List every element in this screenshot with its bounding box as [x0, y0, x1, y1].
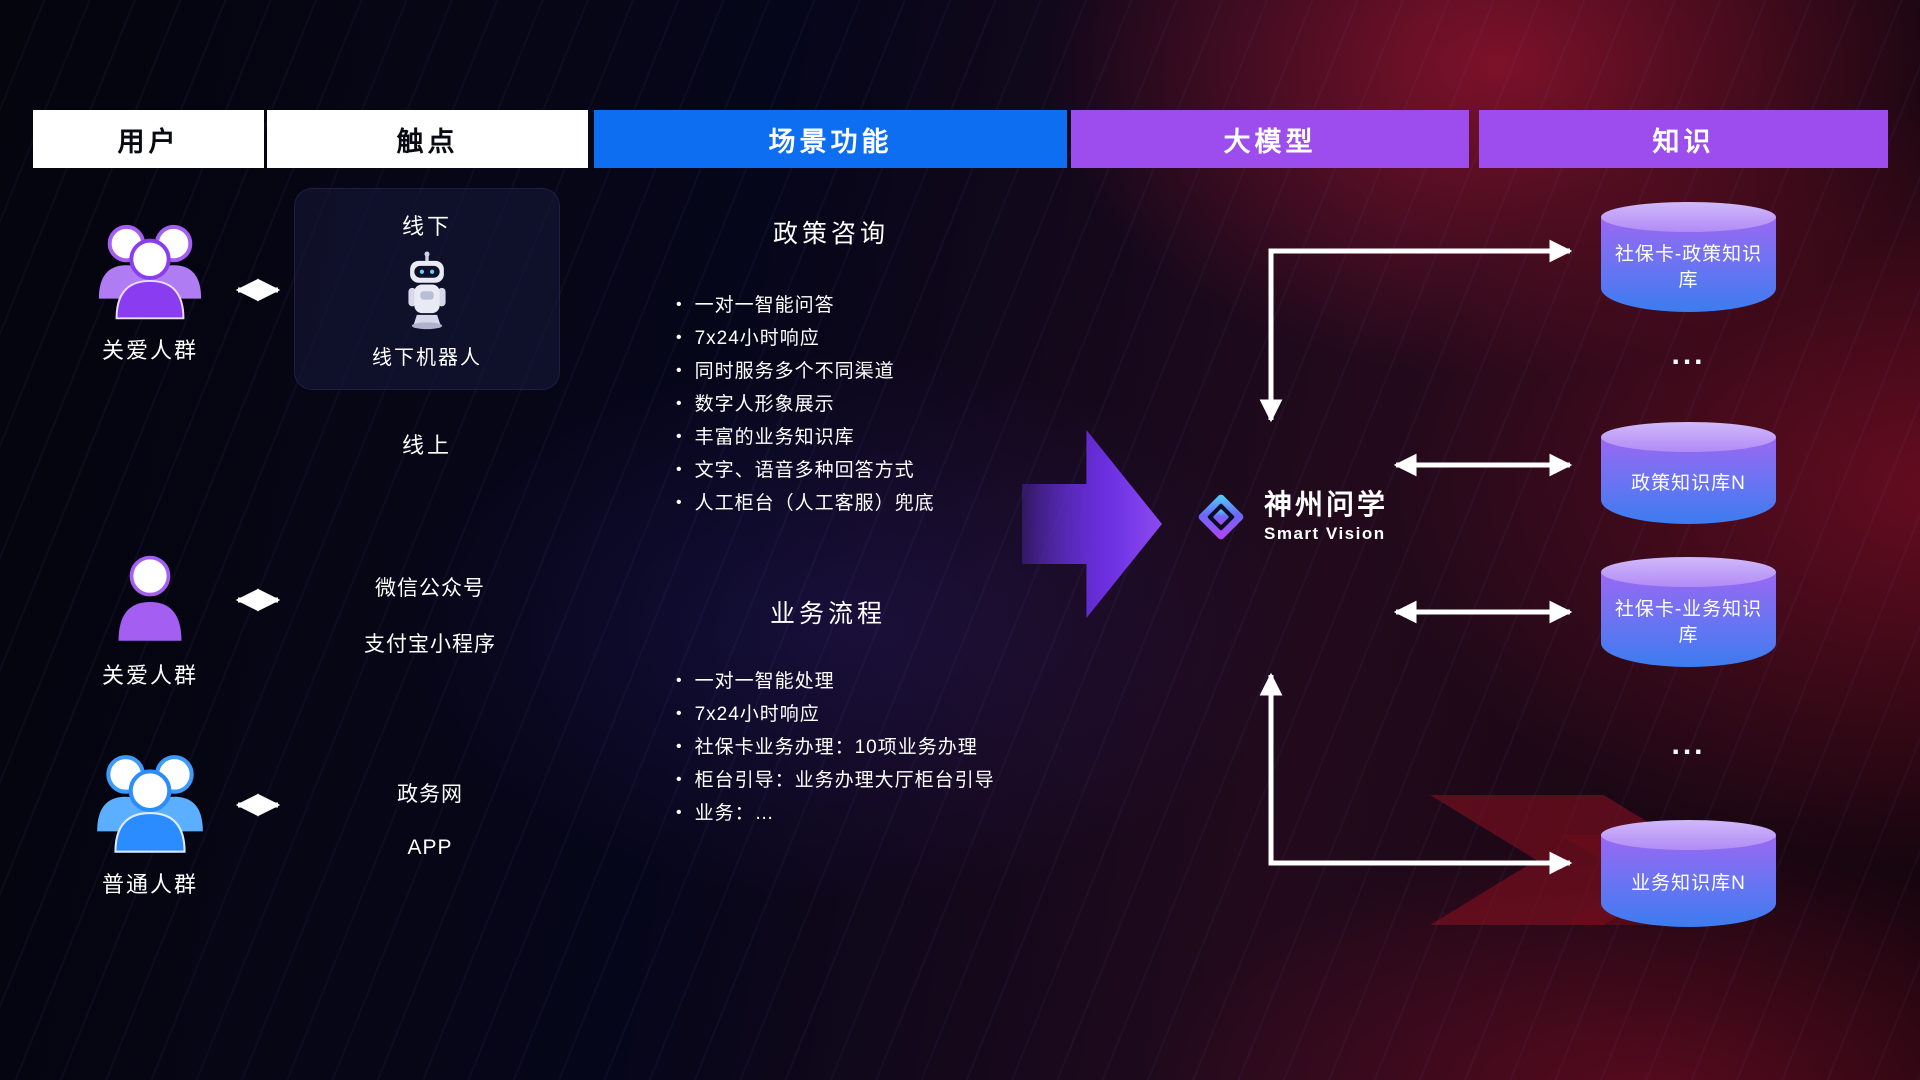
user-group-label: 关爱人群 — [101, 662, 198, 688]
offline-device-label: 线下机器人 — [372, 347, 482, 369]
scenario-bullet: 7x24小时响应 — [676, 699, 995, 732]
model-logo-text: 神州问学 Smart Vision — [1264, 489, 1389, 544]
scenario-bullet: 一对一智能处理 — [676, 666, 995, 699]
kb-cylinder-business-n: 业务知识库N — [1601, 820, 1776, 927]
scenario-bullet: 文字、语音多种回答方式 — [676, 455, 935, 488]
user-group-general: 普通人群 — [65, 748, 235, 899]
scenario-bullet: 丰富的业务知识库 — [676, 422, 935, 455]
knowledge-ellipsis: ... — [1671, 338, 1706, 371]
scenario-bullet: 一对一智能问答 — [676, 290, 935, 323]
channel-app: APP — [407, 836, 453, 859]
scenario-title-business: 业务流程 — [769, 600, 886, 628]
offline-touchpoint-panel: 线下 线下机器人 — [294, 188, 560, 390]
user-group-label: 关爱人群 — [101, 338, 198, 364]
kb-cylinder-social-policy: 社保卡-政策知识库 — [1601, 202, 1776, 312]
online-title: 线上 — [401, 433, 452, 458]
robot-icon — [408, 251, 446, 330]
arrow-model-social-policy-kb — [1259, 239, 1573, 423]
scenario-business-list: 一对一智能处理 7x24小时响应 社保卡业务办理：10项业务办理 柜台引导：业务… — [676, 666, 995, 831]
column-header-users: 用户 — [33, 110, 264, 168]
model-name: 神州问学 — [1264, 489, 1389, 521]
offline-title: 线下 — [401, 214, 452, 239]
knowledge-ellipsis: ... — [1671, 728, 1706, 761]
column-header-scenarios: 场景功能 — [594, 110, 1067, 168]
scenario-policy-list: 一对一智能问答 7x24小时响应 同时服务多个不同渠道 数字人形象展示 丰富的业… — [676, 290, 935, 521]
cylinder-top — [1601, 422, 1776, 452]
kb-label: 社保卡-政策知识库 — [1601, 217, 1776, 312]
kb-cylinder-social-business: 社保卡-业务知识库 — [1601, 557, 1776, 667]
kb-label: 政策知识库N — [1601, 437, 1776, 524]
scenario-bullet: 社保卡业务办理：10项业务办理 — [676, 732, 995, 765]
kb-label: 业务知识库N — [1601, 835, 1776, 927]
model-subtitle: Smart Vision — [1264, 523, 1386, 543]
scenario-title-policy: 政策咨询 — [772, 220, 889, 248]
flow-arrow-to-model — [1022, 430, 1162, 618]
cylinder-top — [1601, 202, 1776, 232]
column-header-touchpoints: 触点 — [267, 110, 588, 168]
group-people-icon — [97, 755, 203, 853]
scenario-bullet: 人工柜台（人工客服）兜底 — [676, 488, 935, 521]
kb-cylinder-policy-n: 政策知识库N — [1601, 422, 1776, 524]
user-group-care-2: 关爱人群 — [65, 552, 235, 690]
column-header-model: 大模型 — [1071, 110, 1469, 168]
smart-vision-logo-icon — [1198, 494, 1244, 540]
scenario-bullet: 7x24小时响应 — [676, 323, 935, 356]
channel-gov-web: 政务网 — [397, 783, 463, 806]
user-group-care-1: 关爱人群 — [65, 218, 235, 365]
group-people-icon — [98, 224, 202, 320]
model-logo: 神州问学 Smart Vision — [1192, 488, 1388, 546]
scenario-bullet: 数字人形象展示 — [676, 389, 935, 422]
user-group-label: 普通人群 — [101, 871, 198, 897]
cylinder-top — [1601, 820, 1776, 850]
column-header-knowledge: 知识 — [1479, 110, 1888, 168]
channel-wechat: 微信公众号 — [375, 577, 485, 600]
channel-alipay: 支付宝小程序 — [364, 633, 496, 656]
kb-label: 社保卡-业务知识库 — [1601, 572, 1776, 667]
single-person-icon — [118, 555, 182, 641]
scenario-bullet: 柜台引导：业务办理大厅柜台引导 — [676, 765, 995, 798]
cylinder-top — [1601, 557, 1776, 587]
scenario-bullet: 业务：… — [676, 798, 995, 831]
scenario-bullet: 同时服务多个不同渠道 — [676, 356, 935, 389]
